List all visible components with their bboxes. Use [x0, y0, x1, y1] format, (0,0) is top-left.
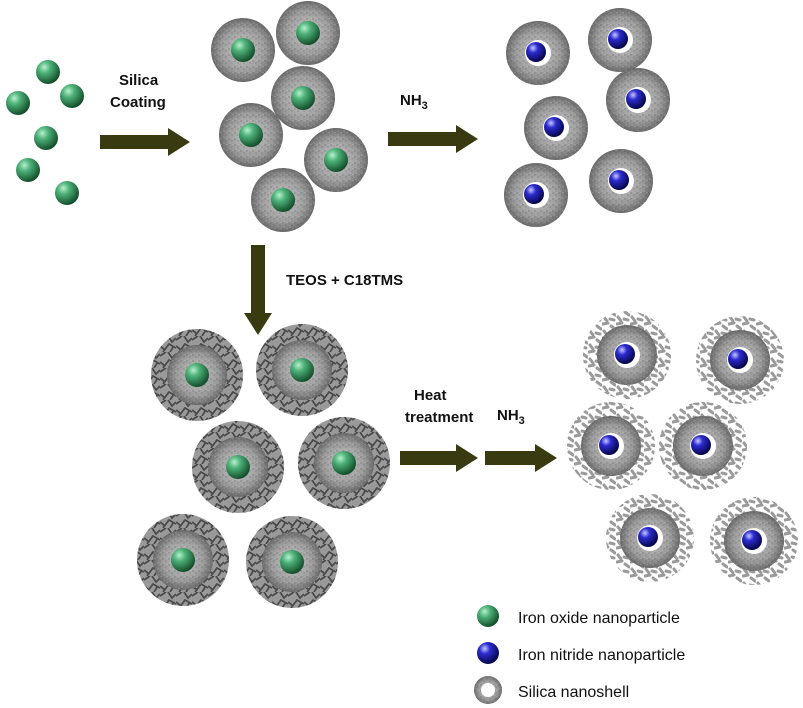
- legend-silica-shell-ring-icon: [474, 676, 502, 704]
- porous-coated-iron-nitride: [606, 494, 694, 582]
- mesoporous-coated-iron-oxide: [246, 516, 338, 608]
- silica-coated-iron-oxide: [304, 128, 368, 192]
- mesoporous-coated-iron-oxide: [151, 329, 243, 421]
- arrow-nh3-top: [388, 125, 478, 153]
- mesoporous-coated-iron-oxide: [192, 421, 284, 513]
- iron-oxide-nanoparticle: [36, 60, 60, 84]
- legend-green-core-sphere-icon: [477, 605, 499, 627]
- label-nh3-top: NH3: [400, 92, 428, 112]
- porous-coated-iron-nitride: [696, 316, 784, 404]
- arrow-heat-treatment: [400, 444, 478, 472]
- porous-coated-iron-nitride: [710, 497, 798, 585]
- label-teos-c18tms: TEOS + C18TMS: [286, 272, 403, 289]
- porous-coated-iron-nitride: [583, 311, 671, 399]
- porous-coated-iron-nitride: [567, 402, 655, 490]
- label-treatment: treatment: [405, 409, 473, 426]
- legend-silica-shell-label: Silica nanoshell: [518, 684, 629, 701]
- silica-coated-iron-nitride: [524, 96, 588, 160]
- label-nh3-bottom: NH3: [497, 407, 525, 427]
- silica-coated-iron-nitride: [588, 8, 652, 72]
- label-coating: Coating: [110, 94, 166, 111]
- legend-iron-nitride-label: Iron nitride nanoparticle: [518, 647, 685, 664]
- arrow-silica-coating: [100, 128, 190, 156]
- silica-coated-iron-oxide: [271, 66, 335, 130]
- label-silica: Silica: [119, 72, 159, 89]
- silica-coated-iron-oxide: [276, 1, 340, 65]
- iron-oxide-nanoparticle: [6, 91, 30, 115]
- silica-coated-iron-nitride: [504, 163, 568, 227]
- porous-coated-iron-nitride: [659, 402, 747, 490]
- mesoporous-coated-iron-oxide: [137, 514, 229, 606]
- silica-coated-iron-oxide: [219, 103, 283, 167]
- iron-oxide-nanoparticle: [60, 84, 84, 108]
- silica-coated-iron-nitride: [589, 149, 653, 213]
- mesoporous-coated-iron-oxide: [298, 417, 390, 509]
- iron-oxide-nanoparticle: [16, 158, 40, 182]
- silica-coated-iron-oxide: [251, 168, 315, 232]
- iron-oxide-nanoparticle: [55, 181, 79, 205]
- legend-iron-oxide-label: Iron oxide nanoparticle: [518, 610, 680, 627]
- mesoporous-coated-iron-oxide: [256, 324, 348, 416]
- silica-coated-iron-nitride: [506, 21, 570, 85]
- silica-coated-iron-oxide: [211, 18, 275, 82]
- iron-oxide-nanoparticle: [34, 126, 58, 150]
- label-heat: Heat: [414, 387, 447, 404]
- arrow-nh3-bottom: [485, 444, 557, 472]
- silica-coated-iron-nitride: [606, 68, 670, 132]
- arrow-teos: [244, 245, 272, 335]
- legend-blue-core-sphere-icon: [477, 642, 499, 664]
